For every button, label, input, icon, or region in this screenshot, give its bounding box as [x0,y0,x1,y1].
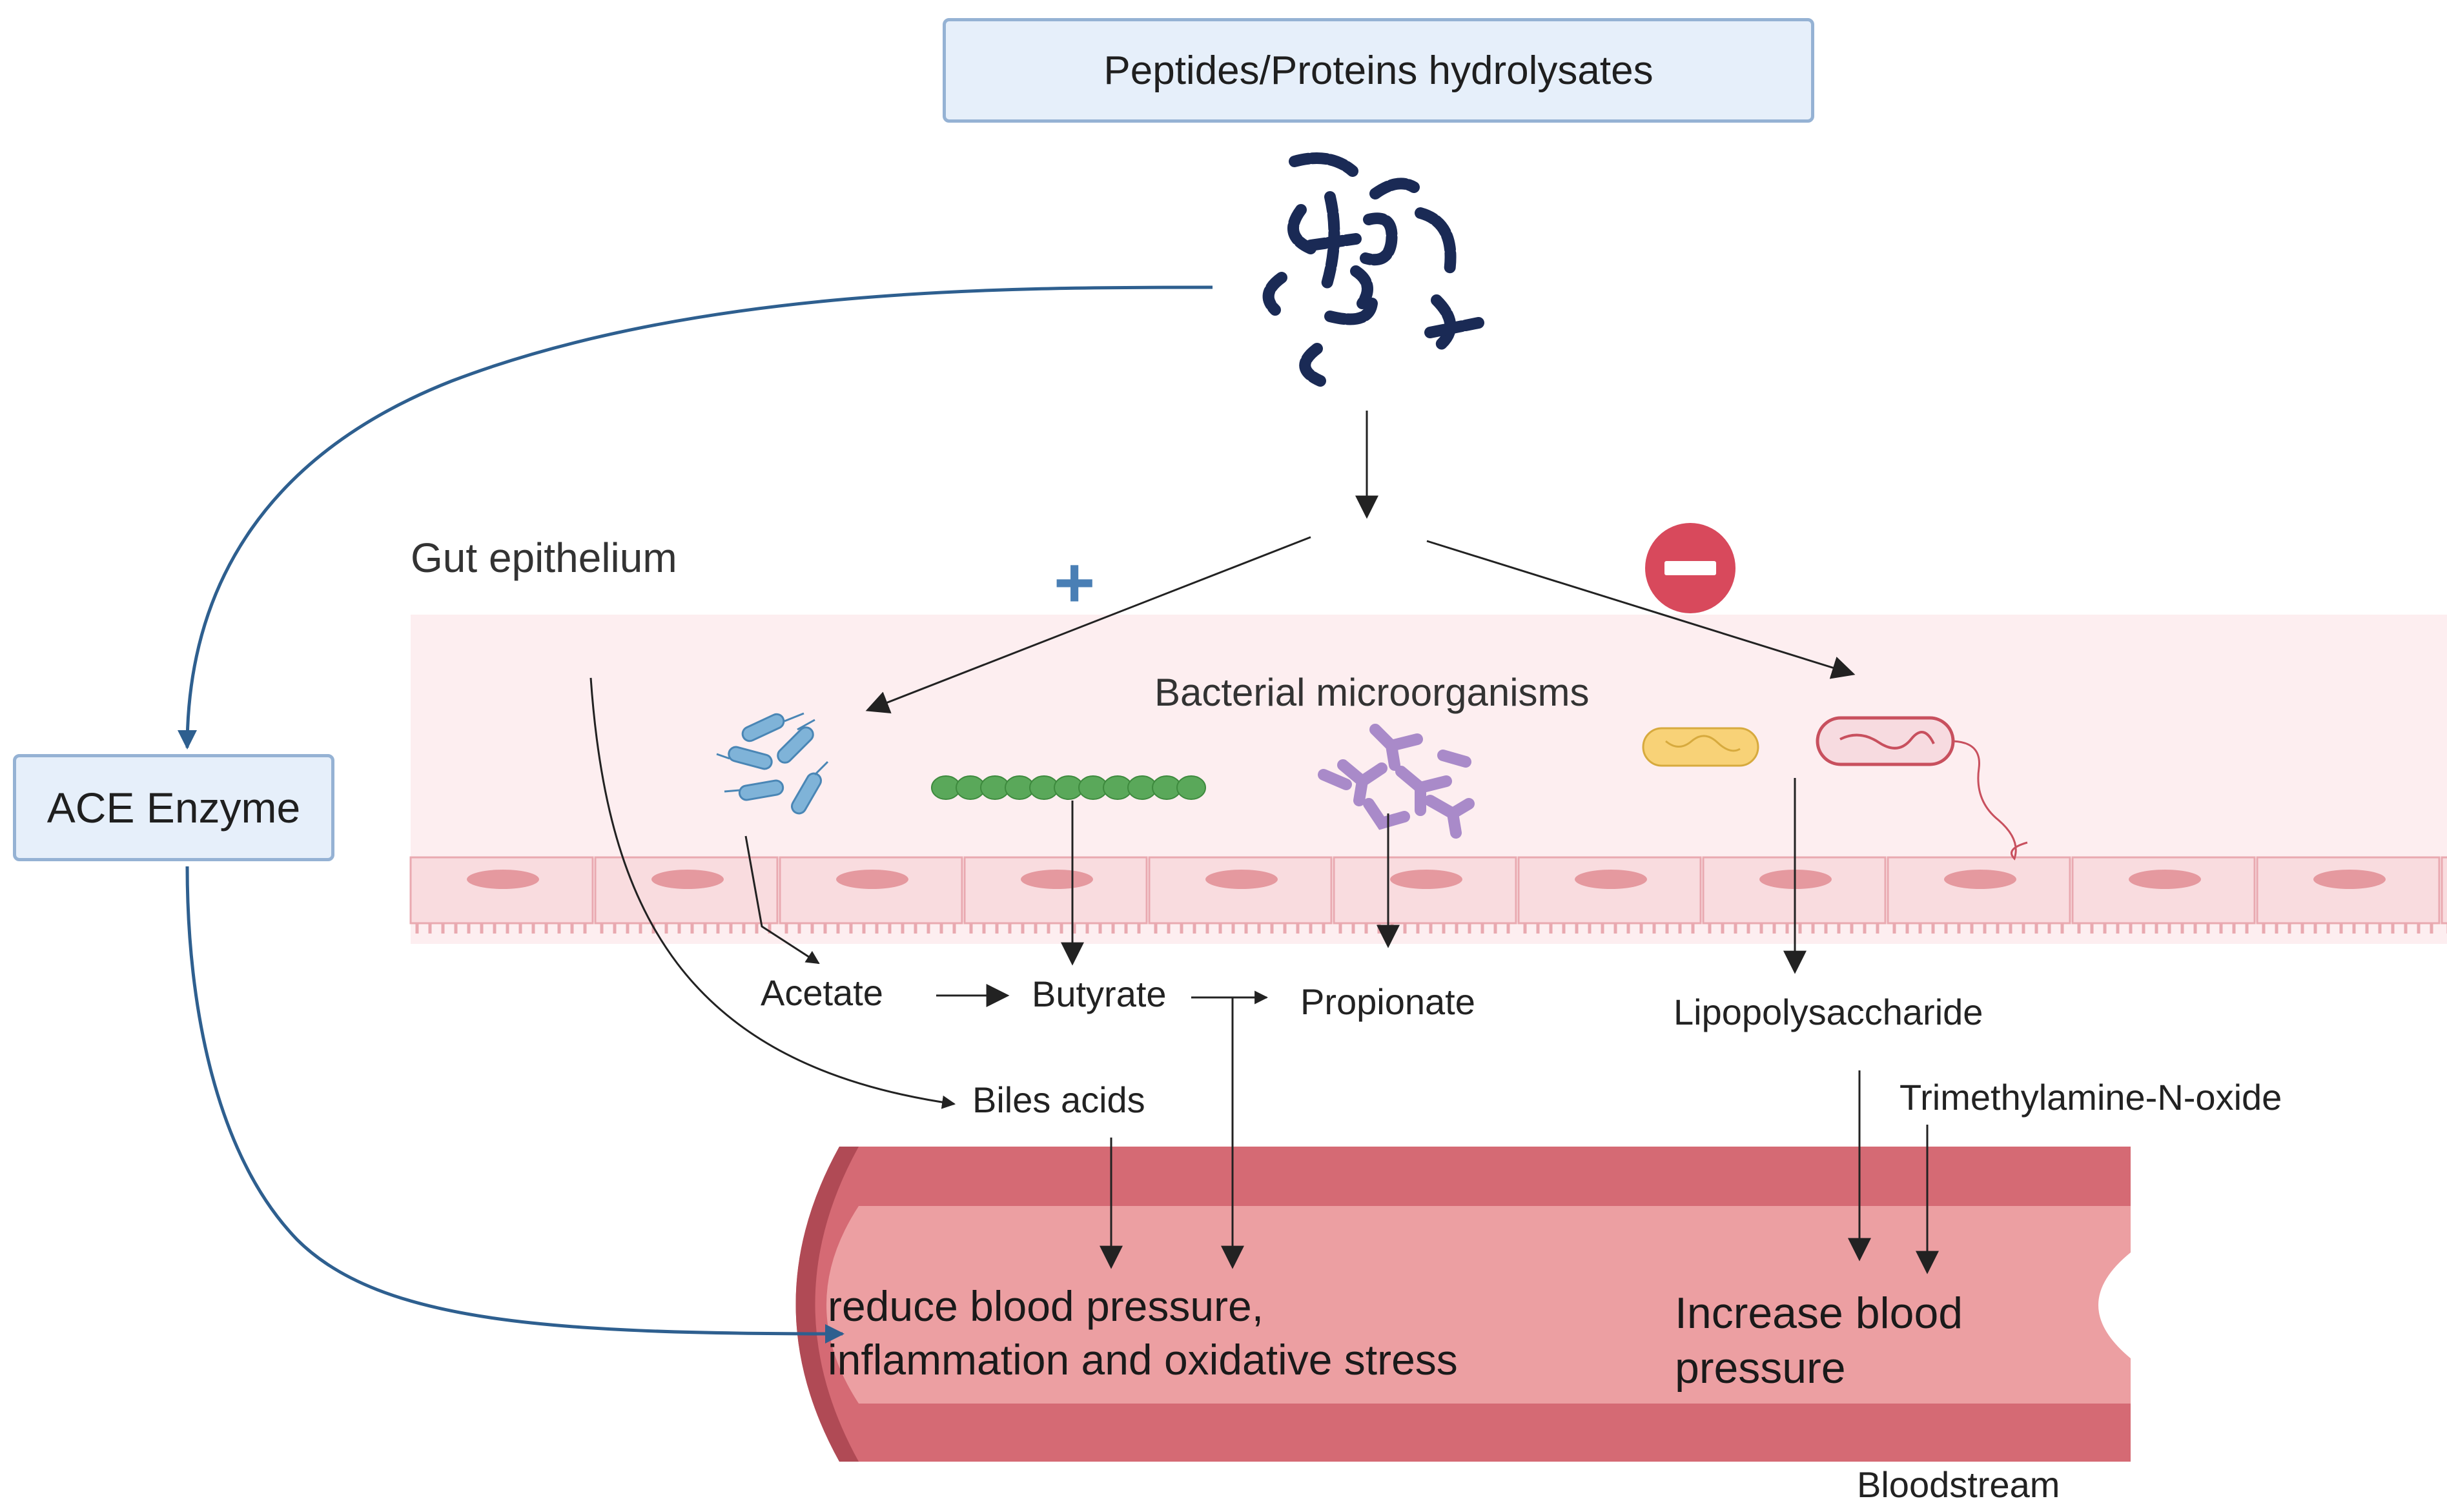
epithelial-cell [1333,856,1517,934]
peptide-chains-icon [1262,152,1484,387]
metabolite-arrows [589,677,1939,1274]
increase-effect-line-1: Increase blood [1675,1289,1963,1338]
epithelial-cell [1148,856,1333,934]
bile-acids-label: Biles acids [972,1079,1145,1120]
lipopolysaccharide-label: Lipopolysaccharide [1674,992,1983,1032]
title-text: Peptides/Proteins hydrolysates [1103,48,1654,93]
reduce-effect-text: reduce blood pressure, inflammation and … [828,1280,1458,1386]
arrow-to-harmful-bacteria [1426,540,1856,679]
flagellated-bacterium-icon [1816,716,2028,861]
epithelial-cells [409,856,2447,934]
epithelial-cell [1887,856,2071,934]
plus-sign: + [1054,543,1096,622]
arrow-to-beneficial-bacteria [865,536,1311,713]
epithelial-cell [2441,856,2447,934]
ace-enzyme-box: ACE Enzyme [13,754,334,861]
acetate-label: Acetate [761,972,883,1013]
streptococcus-chain-icon [931,775,1206,800]
epithelial-cell [594,856,779,934]
tmao-label: Trimethylamine-N-oxide [1899,1077,2282,1118]
increase-effect-text: Increase blood pressure [1675,1286,1963,1396]
title-box: Peptides/Proteins hydrolysates [943,18,1814,123]
epithelial-cell [409,856,594,934]
epithelial-cell [2071,856,2256,934]
bacillus-icon [1642,727,1759,767]
epithelial-cell [963,856,1148,934]
coccus-cell [1176,775,1206,800]
epithelial-cell [1517,856,1702,934]
epithelial-cell [779,856,963,934]
butyrate-label: Butyrate [1032,974,1167,1014]
arrow-ace-to-bloodstream [185,866,845,1343]
bloodstream-label: Bloodstream [1857,1464,2060,1505]
epithelial-cell [2256,856,2441,934]
bacterial-microorganisms-label: Bacterial microorganisms [1154,671,1590,714]
branched-bacteria-icon [1318,724,1475,839]
gut-epithelium-label: Gut epithelium [411,535,677,581]
propionate-label: Propionate [1300,981,1475,1022]
ace-enzyme-label: ACE Enzyme [46,784,301,832]
increase-effect-line-2: pressure [1675,1343,1846,1393]
rod-bacteria-icon [716,712,829,815]
reduce-effect-line-2: inflammation and oxidative stress [828,1335,1458,1384]
reduce-effect-line-1: reduce blood pressure, [828,1282,1264,1330]
arrow-to-ace-enzyme [178,285,1213,750]
blood-vessel [795,1147,2131,1462]
